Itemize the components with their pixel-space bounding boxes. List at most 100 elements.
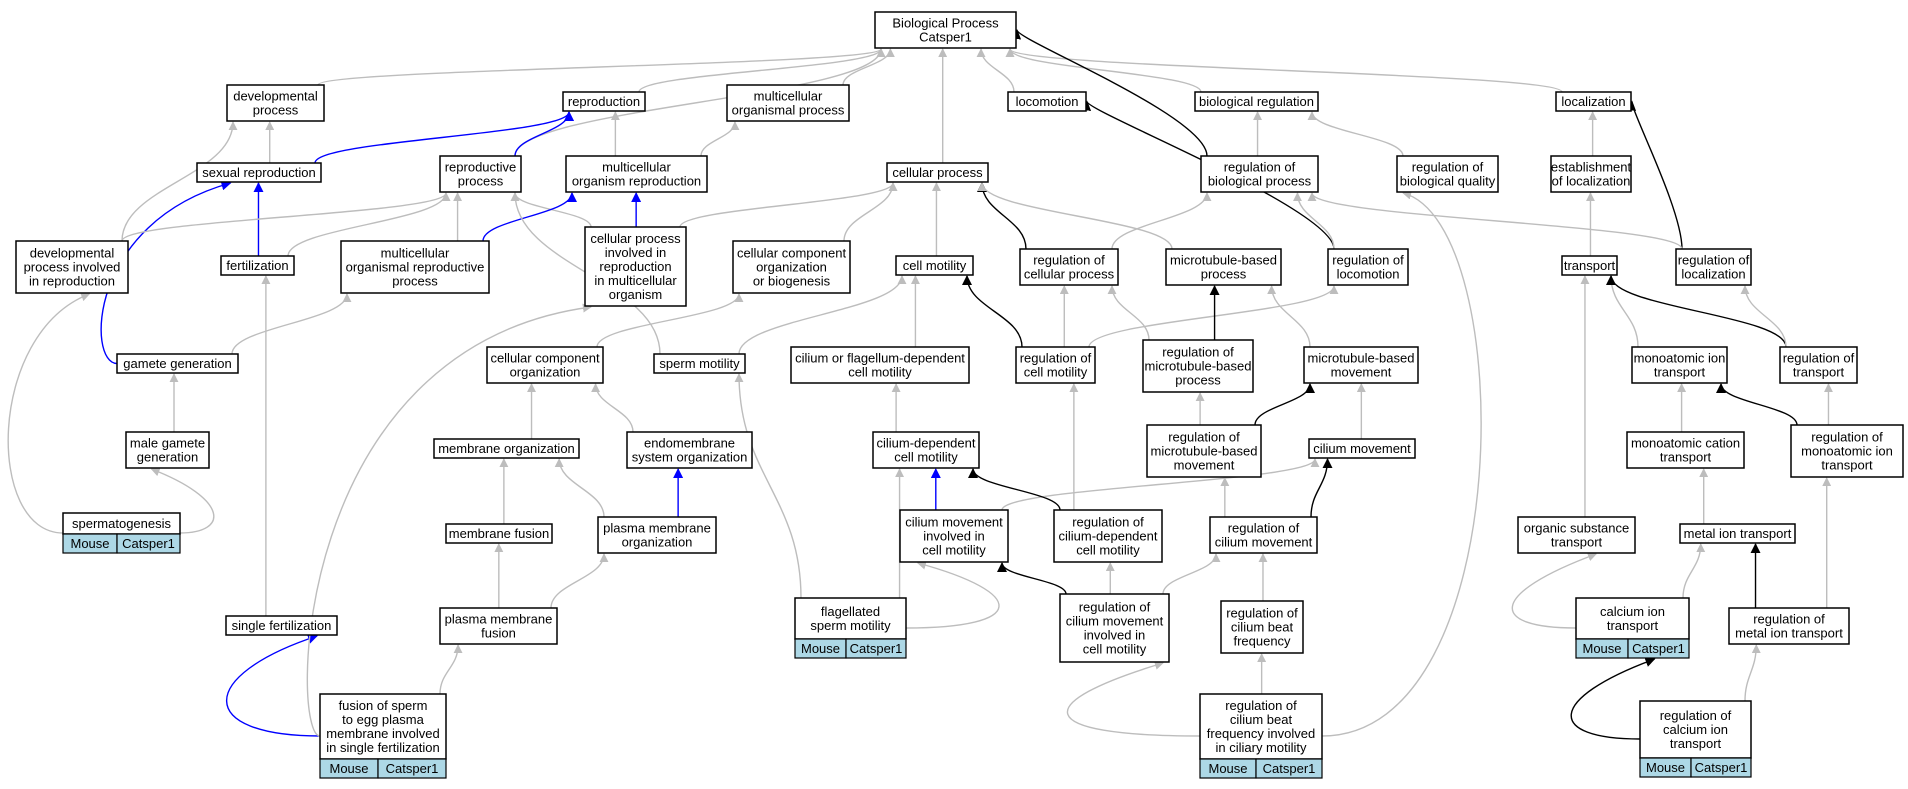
term-box [790, 346, 970, 384]
term-node-cellproc[interactable]: cellular process [886, 162, 989, 183]
term-label-line: cilium-dependent [876, 436, 975, 451]
annotation-gene-label: Catsper1 [850, 641, 903, 656]
term-node-cilmov[interactable]: cilium movement [1308, 438, 1416, 459]
term-node-localization[interactable]: localization [1555, 91, 1632, 112]
term-label-line: microtubule-based [1145, 359, 1252, 374]
term-box [1517, 516, 1636, 554]
term-node-fert[interactable]: fertilization [220, 255, 295, 276]
term-label-line: process involved [24, 260, 121, 275]
annotation-gene-cell [1627, 638, 1690, 659]
term-box [1555, 91, 1632, 112]
term-box [116, 353, 239, 374]
term-node-transport[interactable]: transport [1561, 255, 1618, 276]
term-label-line: reproductive [445, 160, 517, 175]
edge-is_a-regloc-to-regbp [1307, 192, 1683, 250]
term-label-line: in multicellular [594, 273, 677, 288]
term-label-line: frequency [1233, 634, 1291, 649]
term-node-memorg[interactable]: membrane organization [433, 438, 580, 459]
annotation-species-label: Mouse [801, 641, 840, 656]
term-label-line: reproduction [599, 259, 671, 274]
term-node-sexrepro[interactable]: sexual reproduction [196, 162, 322, 183]
annotation-species-label: Mouse [1646, 760, 1685, 775]
term-node-memfus[interactable]: membrane fusion [445, 523, 553, 544]
term-box [226, 84, 325, 122]
term-node-cellmot[interactable]: cell motility [895, 255, 974, 276]
term-label-line: cellular component [737, 246, 847, 261]
edge-part_of-morp-to-mor [482, 192, 577, 242]
term-box [1631, 346, 1728, 384]
term-box [225, 615, 338, 636]
term-label-line: calcium ion [1663, 722, 1728, 737]
term-box [1019, 248, 1119, 286]
edge-part_of-reproproc-to-repro [514, 111, 574, 157]
term-node-singlefert[interactable]: single fertilization [225, 615, 338, 636]
term-node-bioreg[interactable]: biological regulation [1194, 91, 1319, 112]
term-label-line: organism [609, 287, 662, 302]
edge-is_a-ccob-to-cellproc [843, 182, 898, 242]
term-node-repro[interactable]: reproduction [562, 91, 646, 112]
term-label-line: regulation of [1678, 253, 1750, 268]
term-box [565, 155, 708, 193]
term-node-gametegen[interactable]: gamete generation [116, 353, 239, 374]
term-node-metion[interactable]: metal ion transport [1679, 523, 1796, 544]
term-label-line: involved in [605, 245, 666, 260]
term-node-locomotion[interactable]: locomotion [1007, 91, 1087, 112]
term-label-line: single fertilization [232, 618, 332, 633]
edge-is_a-regcbfcm-to-regcmicm [1066, 661, 1201, 737]
term-box [895, 255, 974, 276]
term-label-line: process [253, 103, 299, 118]
term-box [584, 226, 687, 307]
edge-is_a-regbq-to-bioreg [1307, 111, 1404, 157]
term-node-spermmot[interactable]: sperm motility [653, 353, 746, 374]
term-label-line: regulation of [1228, 521, 1300, 536]
edge-regulates-regcdcm-to-cdcm [968, 468, 1061, 511]
term-label-line: generation [137, 450, 198, 465]
annotation-species-label: Mouse [329, 761, 368, 776]
term-label-line: sexual reproduction [202, 165, 315, 180]
